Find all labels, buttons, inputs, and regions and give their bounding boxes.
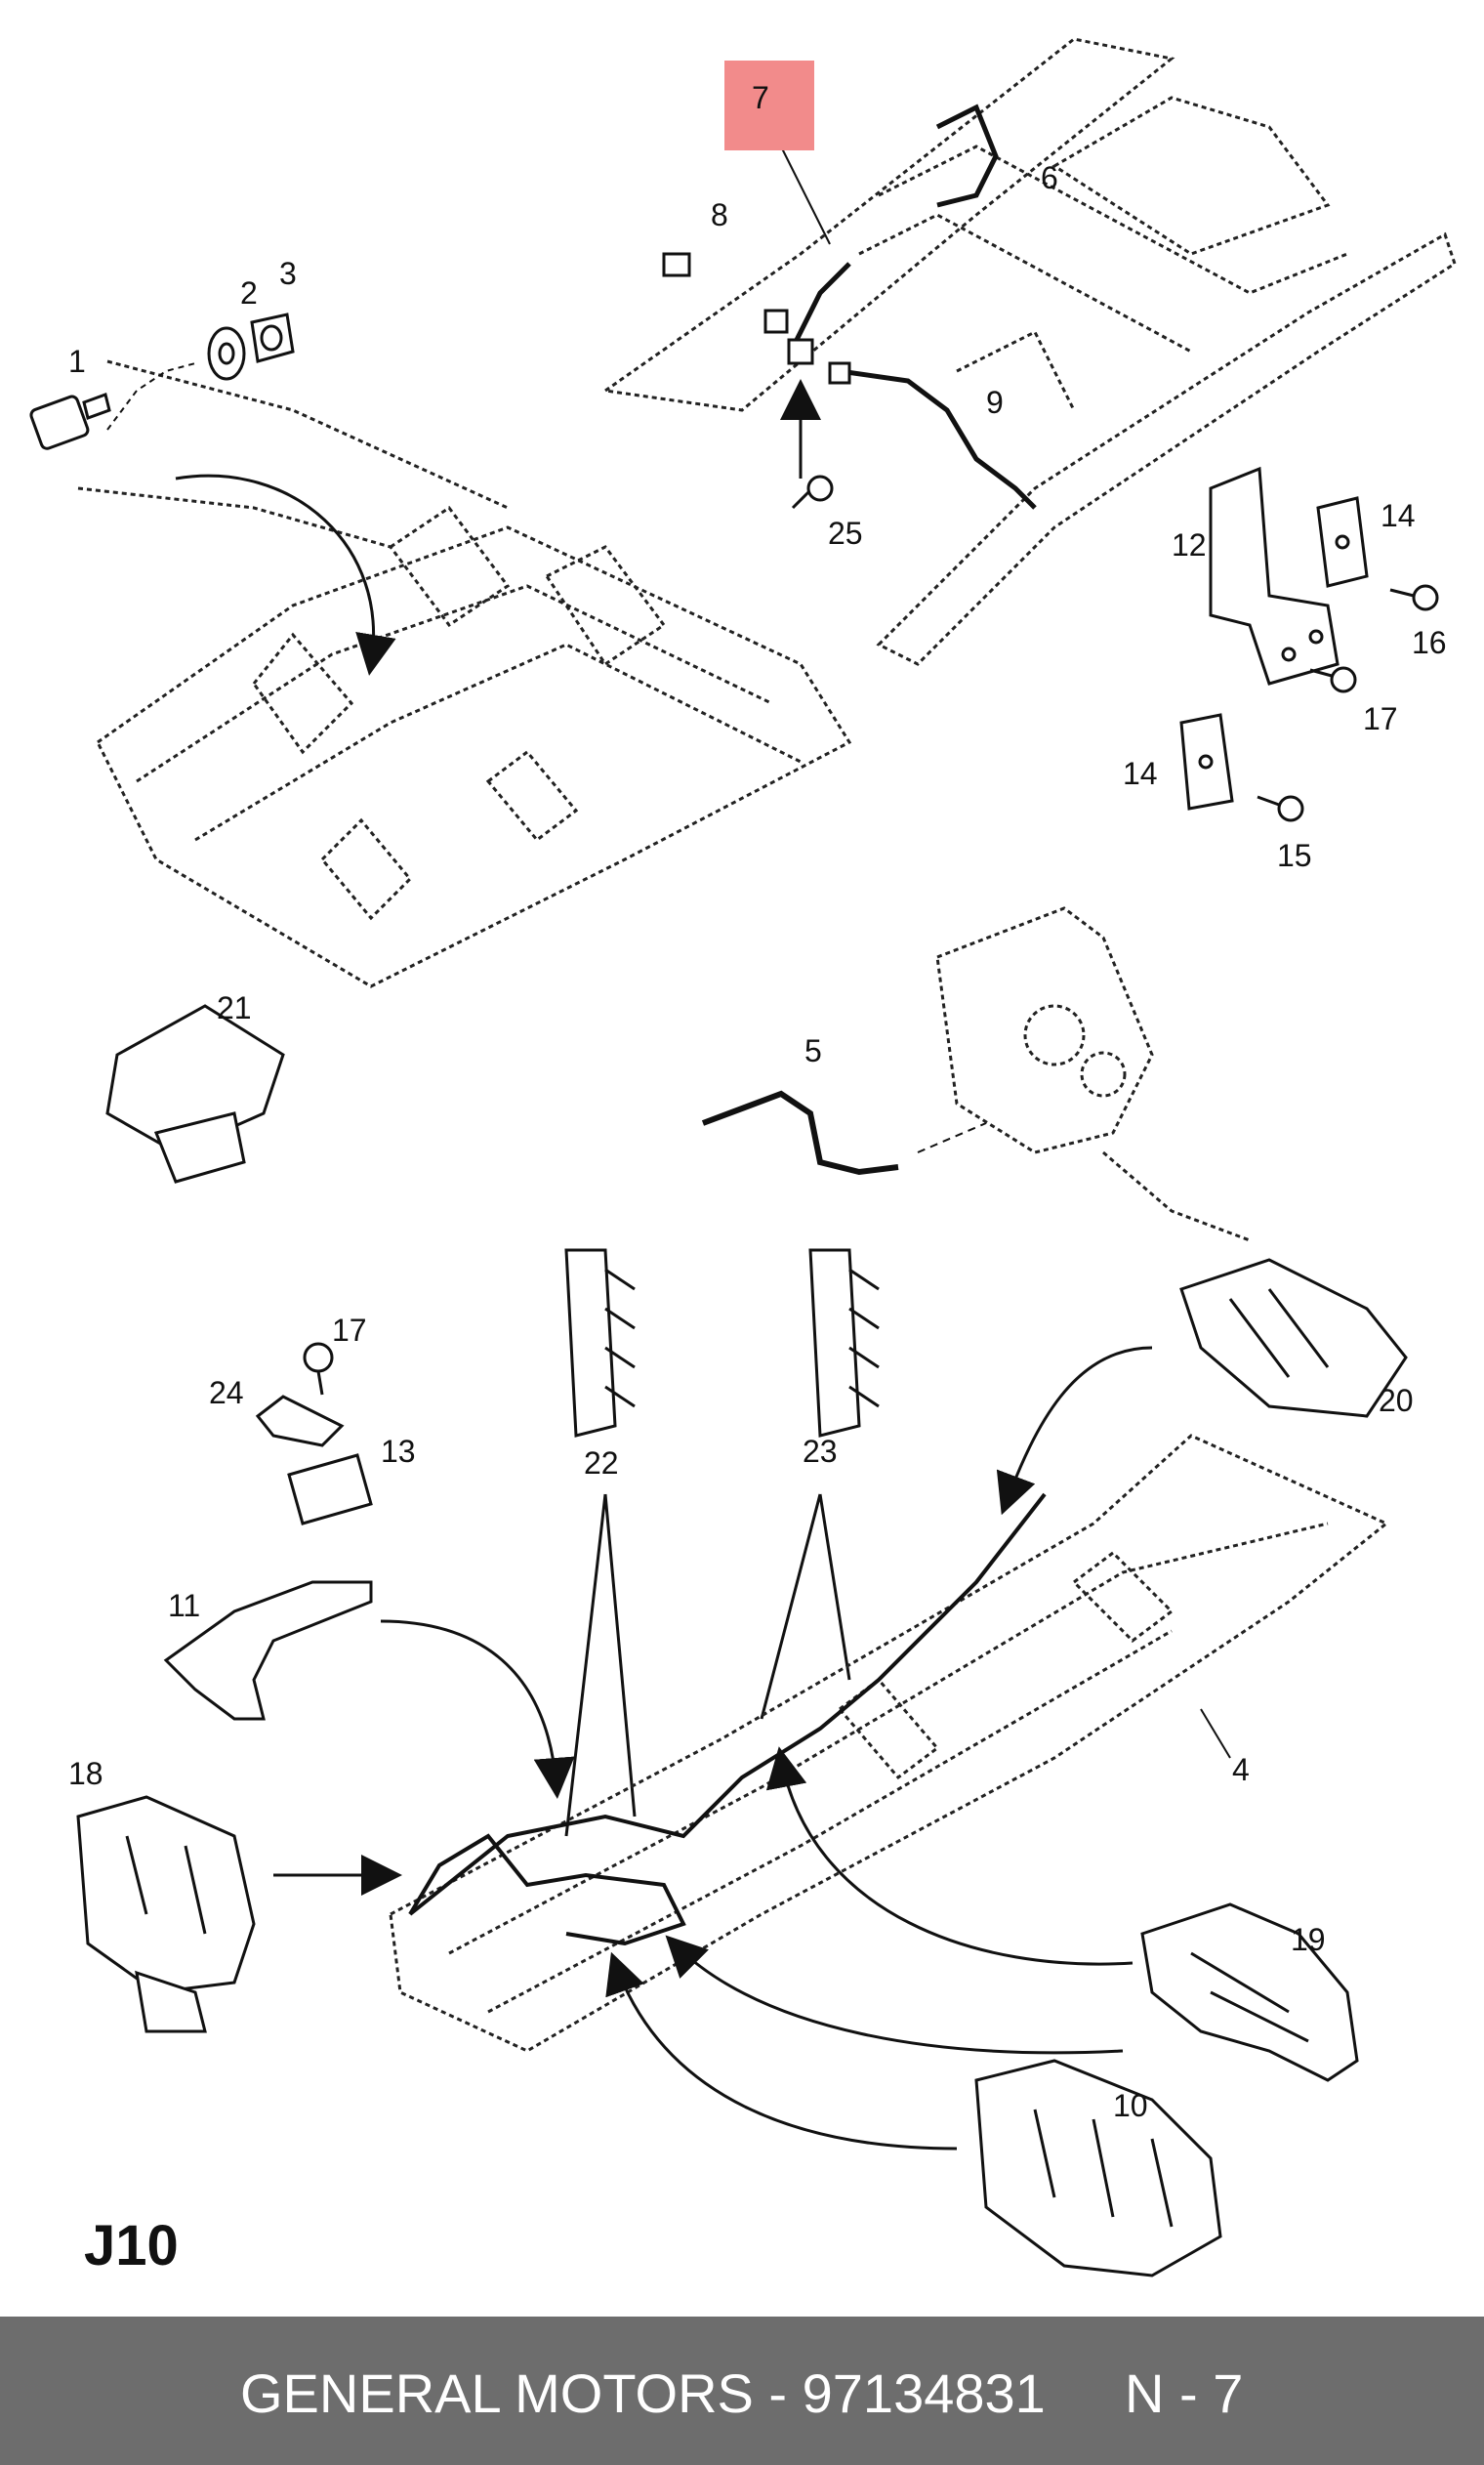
part-2-washer [207, 326, 246, 381]
part-12-bracket [1209, 466, 1340, 686]
part-1-bolt [29, 393, 111, 450]
page-code: J10 [84, 2214, 179, 2277]
callout-14a: 14 [1381, 498, 1416, 533]
part-17-bolt-a [1309, 666, 1357, 693]
part-21-clip [105, 1004, 285, 1184]
valve-housing [935, 906, 1251, 1242]
fittings-upper [662, 252, 851, 385]
callout-15: 15 [1277, 838, 1312, 873]
arrow-bolt-to-frame [175, 474, 396, 676]
callout-20: 20 [1379, 1383, 1414, 1418]
arrow-10 [605, 1951, 958, 2151]
part-15-bolt [1257, 795, 1304, 822]
part-4-main-frame [389, 1434, 1389, 2053]
callout-2: 2 [240, 275, 258, 311]
callout-22: 22 [584, 1445, 619, 1481]
part-25-bolt [791, 475, 834, 510]
callout-6: 6 [1041, 160, 1058, 195]
part-14-block-a [1316, 496, 1369, 588]
rear-upper-frame [601, 37, 1457, 666]
part-3-nut [250, 313, 295, 363]
arrow-19b [665, 1935, 1124, 2055]
callout-7: 7 [752, 80, 769, 115]
lower-brake-line [408, 1492, 1047, 1916]
parts-diagram [29, 37, 1457, 2277]
part-5-pipe [701, 1090, 899, 1176]
callout-12: 12 [1172, 527, 1207, 563]
part-16-bolt [1389, 584, 1439, 611]
callout-3: 3 [279, 256, 297, 291]
arrow-20 [996, 1346, 1153, 1516]
front-frame-section [77, 359, 852, 988]
part-18-clip [76, 1795, 256, 2033]
part-17-bolt-b [303, 1342, 334, 1396]
arrow-11 [380, 1619, 575, 1799]
part-19-clip [1140, 1902, 1359, 2082]
callout-25: 25 [828, 516, 863, 551]
arrow-19 [765, 1746, 1134, 1966]
part-11-shield [163, 1580, 373, 1721]
callout-1: 1 [68, 344, 86, 379]
callout-19: 19 [1291, 1922, 1326, 1957]
part-14-block-b [1179, 713, 1234, 811]
part-13-block [287, 1453, 373, 1525]
part-22-clip [564, 1248, 636, 1438]
callout-4: 4 [1232, 1752, 1250, 1787]
callout-14b: 14 [1123, 756, 1158, 791]
callout-16: 16 [1412, 625, 1447, 660]
callout-17a: 17 [1363, 701, 1398, 736]
callout-8: 8 [711, 197, 728, 232]
callout-9: 9 [986, 385, 1004, 420]
callout-5: 5 [804, 1033, 822, 1068]
callout-13: 13 [381, 1434, 416, 1469]
footer-part-number: GENERAL MOTORS - 97134831 [240, 2362, 1046, 2424]
callout-18: 18 [68, 1756, 103, 1791]
callout-11: 11 [168, 1588, 201, 1623]
footer-bar: GENERAL MOTORS - 97134831 N - 7 [0, 2317, 1484, 2465]
callout-7-highlight [724, 61, 814, 150]
footer-note: N - 7 [1125, 2362, 1244, 2424]
part-24-strap [255, 1395, 345, 1447]
part-20-clip [1179, 1258, 1408, 1418]
leader-4 [1200, 1708, 1231, 1759]
callout-21: 21 [217, 990, 252, 1025]
leaders-22-23 [564, 1493, 851, 1837]
callout-24: 24 [209, 1375, 244, 1410]
callout-17b: 17 [332, 1313, 367, 1348]
callout-23: 23 [803, 1434, 838, 1469]
leader-1-3 [106, 362, 196, 431]
callout-10: 10 [1113, 2088, 1148, 2123]
part-10-clip [974, 2059, 1222, 2277]
part-23-clip [808, 1248, 880, 1438]
